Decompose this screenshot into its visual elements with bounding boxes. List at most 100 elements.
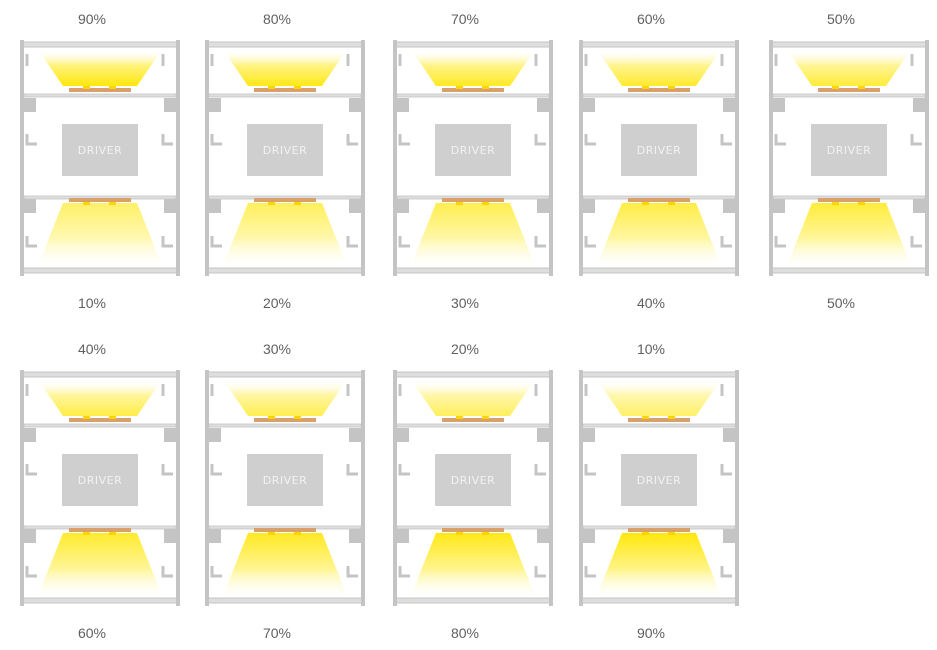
- driver-box: [621, 454, 697, 506]
- lower-led-chip: [668, 532, 675, 535]
- top-lens: [22, 371, 178, 378]
- profile-hook: [398, 464, 410, 476]
- right-wall: [361, 40, 365, 276]
- driver-box: [247, 124, 323, 176]
- left-wall: [769, 40, 773, 276]
- profile-clip: [349, 529, 361, 543]
- lower-led-chip: [109, 532, 116, 535]
- profile-hook: [720, 134, 732, 146]
- fixture-card: 30% DRIVER 70%: [192, 330, 365, 650]
- downlight-percent-label: 90%: [636, 625, 666, 641]
- profile-hook: [720, 464, 732, 476]
- downlight-percent-label: 20%: [262, 295, 292, 311]
- lower-led-strip: [69, 198, 131, 202]
- profile-clip: [349, 428, 361, 442]
- profile-hook: [584, 236, 596, 248]
- lower-led-chip: [456, 202, 463, 205]
- profile-clip: [209, 199, 221, 213]
- profile-hook: [910, 236, 922, 248]
- lower-led-strip: [442, 528, 504, 532]
- driver-label: DRIVER: [263, 144, 307, 157]
- downlight-beam: [37, 203, 163, 268]
- fixture-diagram: DRIVER: [20, 370, 180, 606]
- upper-plate: [208, 423, 362, 428]
- upper-led-chip: [294, 86, 301, 89]
- upper-led-strip: [818, 88, 880, 92]
- upper-plate: [23, 93, 177, 98]
- profile-hook: [534, 464, 546, 476]
- bottom-lens: [395, 597, 551, 604]
- profile-clip: [164, 529, 176, 543]
- bottom-lens: [207, 597, 363, 604]
- profile-hook: [534, 134, 546, 146]
- upper-led-chip: [294, 416, 301, 419]
- upper-led-chip: [832, 86, 839, 89]
- downlight-beam: [222, 533, 348, 598]
- profile-hook: [346, 236, 358, 248]
- driver-box: [62, 124, 138, 176]
- right-wall: [176, 40, 180, 276]
- lower-led-strip: [254, 528, 316, 532]
- profile-clip: [723, 529, 735, 543]
- fixture-diagram: DRIVER: [393, 40, 553, 276]
- upper-led-chip: [456, 86, 463, 89]
- lower-led-strip: [818, 198, 880, 202]
- top-lens: [395, 41, 551, 48]
- driver-label: DRIVER: [637, 474, 681, 487]
- bottom-lens: [22, 267, 178, 274]
- left-wall: [20, 40, 24, 276]
- uplight-beam: [788, 51, 910, 86]
- profile-hook: [398, 566, 410, 578]
- profile-hook: [534, 236, 546, 248]
- upper-plate: [396, 93, 550, 98]
- upper-led-chip: [482, 416, 489, 419]
- fixture-diagram: DRIVER: [205, 370, 365, 606]
- fixture-diagram: DRIVER: [579, 370, 739, 606]
- uplight-percent-label: 70%: [450, 11, 480, 27]
- upper-plate: [396, 423, 550, 428]
- lower-led-chip: [456, 532, 463, 535]
- left-wall: [205, 370, 209, 606]
- driver-box: [247, 454, 323, 506]
- profile-hook: [534, 566, 546, 578]
- upper-led-chip: [668, 86, 675, 89]
- profile-clip: [164, 199, 176, 213]
- driver-label: DRIVER: [827, 144, 871, 157]
- left-wall: [393, 40, 397, 276]
- profile-hook: [720, 566, 732, 578]
- left-wall: [579, 370, 583, 606]
- driver-label: DRIVER: [451, 474, 495, 487]
- downlight-beam: [596, 533, 722, 598]
- downlight-percent-label: 60%: [77, 625, 107, 641]
- downlight-beam: [596, 203, 722, 268]
- profile-clip: [913, 98, 925, 112]
- fixture-card: 90% DRIVER 10%: [7, 0, 180, 320]
- fixture-diagram: DRIVER: [579, 40, 739, 276]
- downlight-beam: [410, 203, 536, 268]
- fixture-diagram: DRIVER: [205, 40, 365, 276]
- uplight-percent-label: 40%: [77, 341, 107, 357]
- profile-clip: [349, 199, 361, 213]
- lower-led-chip: [482, 532, 489, 535]
- upper-led-chip: [109, 416, 116, 419]
- lower-led-chip: [668, 202, 675, 205]
- top-lens: [581, 371, 737, 378]
- bottom-lens: [581, 597, 737, 604]
- profile-hook: [346, 134, 358, 146]
- lower-led-strip: [442, 198, 504, 202]
- profile-hook: [584, 566, 596, 578]
- lower-led-strip: [628, 198, 690, 202]
- fixture-card: 80% DRIVER 20%: [192, 0, 365, 320]
- profile-hook: [210, 236, 222, 248]
- uplight-percent-label: 50%: [826, 11, 856, 27]
- bottom-lens: [771, 267, 927, 274]
- upper-led-chip: [268, 86, 275, 89]
- profile-clip: [537, 529, 549, 543]
- profile-clip: [397, 98, 409, 112]
- profile-clip: [583, 428, 595, 442]
- downlight-beam: [37, 533, 163, 598]
- profile-clip: [209, 98, 221, 112]
- uplight-beam: [39, 51, 161, 86]
- profile-clip: [723, 98, 735, 112]
- right-wall: [361, 370, 365, 606]
